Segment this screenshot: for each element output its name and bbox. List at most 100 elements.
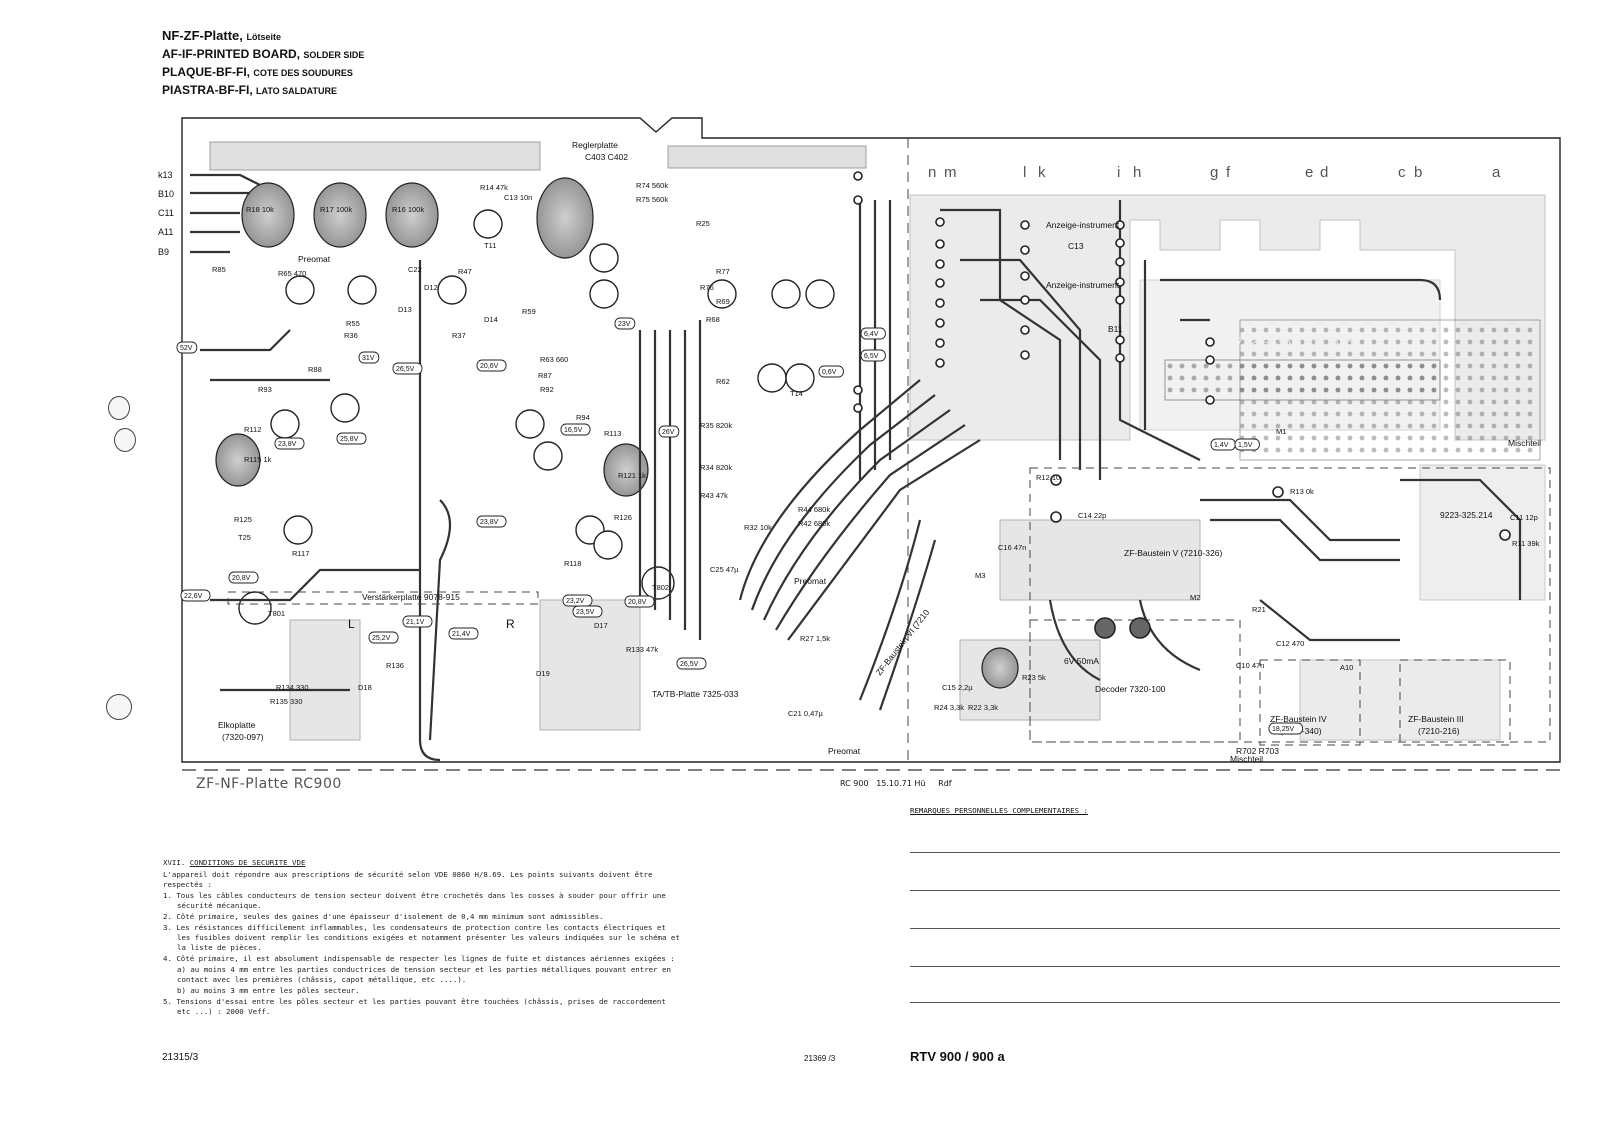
svg-text:Verstärkerplatte 9078-915: Verstärkerplatte 9078-915 [362, 592, 460, 602]
voltage-tag: 25,2V [368, 631, 399, 644]
board-caption: ZF-NF-Platte RC900 [196, 776, 342, 792]
component-label: R27 1,5k [800, 634, 830, 643]
remarks-line [910, 928, 1560, 929]
voltage-tag: 23,8V [274, 437, 305, 450]
component-label: T802 [652, 583, 669, 592]
svg-text:Reglerplatte: Reglerplatte [572, 140, 618, 150]
footer-right: RTV 900 / 900 a [910, 1049, 1005, 1064]
svg-text:9223-325.214: 9223-325.214 [1440, 510, 1493, 520]
traces [190, 173, 1522, 762]
component-label: R21 [1252, 605, 1266, 614]
svg-text:C13: C13 [1068, 241, 1084, 251]
component-label: R11 39k [1512, 539, 1540, 548]
svg-text:c: c [1398, 164, 1406, 181]
svg-text:23,2V: 23,2V [566, 598, 585, 605]
component-label: R63 660 [540, 355, 568, 364]
transistors [238, 209, 835, 625]
connector-label: B9 [158, 247, 169, 257]
component-label: R112 [244, 425, 261, 434]
component-label: R136 [386, 661, 404, 670]
voltage-tag: 21,4V [448, 627, 479, 640]
binder-hole-top [108, 396, 130, 420]
component-label: R117 [292, 549, 309, 558]
voltage-tag: 1,5V [1234, 438, 1260, 451]
svg-text:26,5V: 26,5V [680, 661, 699, 668]
svg-text:31V: 31V [362, 355, 375, 362]
component-label: R55 [346, 319, 360, 328]
component-label: R74 560k [636, 181, 668, 190]
component-label: R42 680k [798, 519, 830, 528]
safety-title: XVII. CONDITIONS DE SECURITE VDE [163, 858, 306, 867]
component-label: R126 [614, 513, 632, 522]
component-label: D17 [594, 621, 608, 630]
pot-r121 [603, 443, 649, 497]
solder-pads [853, 171, 1511, 639]
svg-text:0,6V: 0,6V [822, 369, 837, 376]
svg-text:a: a [1492, 164, 1501, 181]
voltage-tag: 52V [176, 341, 198, 354]
voltage-tag: 26,5V [392, 362, 423, 375]
component-label: R77 [716, 267, 730, 276]
component-label: R36 [344, 331, 358, 340]
voltage-tag: 1,4V [1210, 438, 1236, 451]
svg-text:Elkoplatte: Elkoplatte [218, 720, 256, 730]
connector-label: B10 [158, 189, 174, 199]
footer-left: 21315/3 [162, 1052, 199, 1063]
safety-item: 2. Côté primaire, seules des gaines d'un… [163, 912, 604, 921]
component-label: R35 820k [700, 421, 732, 430]
component-label: C25 47µ [710, 565, 739, 574]
svg-text:i: i [1117, 164, 1120, 181]
component-label: R32 10k [744, 523, 772, 532]
component-label: R118 [564, 559, 581, 568]
svg-text:d: d [1320, 164, 1328, 181]
component-label: R76 [700, 283, 714, 292]
component-label: R113 [604, 429, 621, 438]
title-line-1: NF-ZF-Platte, Lötseite [162, 28, 282, 43]
remarks-line [910, 1002, 1560, 1003]
connector-label: A11 [158, 227, 173, 237]
svg-text:23V: 23V [618, 321, 631, 328]
component-label: R134 330 [276, 683, 309, 692]
component-label: R34 820k [700, 463, 732, 472]
right-edge-letters: n m l k i h g f e d c b a [928, 164, 1501, 181]
component-label: R23 5k [1022, 673, 1046, 682]
voltage-tag: 18,25V [1268, 722, 1304, 735]
voltage-tag: 20,8V [624, 595, 655, 608]
component-label: R133 47k [626, 645, 658, 654]
pot-r115 [215, 433, 261, 487]
svg-text:23,8V: 23,8V [480, 519, 499, 526]
safety-intro: L'appareil doit répondre aux prescriptio… [163, 870, 653, 889]
component-label: D13 [398, 305, 412, 314]
svg-text:26,5V: 26,5V [396, 366, 415, 373]
svg-text:l: l [1023, 164, 1026, 181]
component-label: R37 [452, 331, 466, 340]
safety-item: 3. Les résistances difficilement inflamm… [163, 923, 680, 952]
component-label: C10 47n [1236, 661, 1264, 670]
svg-text:ZF-Baustein V (7210-326): ZF-Baustein V (7210-326) [1124, 548, 1222, 558]
svg-text:6V 50mA: 6V 50mA [1064, 656, 1099, 666]
component-label: R125 [234, 515, 252, 524]
svg-text:52V: 52V [180, 345, 193, 352]
component-label: R62 [716, 377, 730, 386]
svg-text:B11: B11 [1108, 324, 1123, 334]
component-label: R14 47k [480, 183, 508, 192]
page-title-block: NF-ZF-Platte, Lötseite AF-IF-PRINTED BOA… [162, 27, 364, 100]
component-label: R135 330 [270, 697, 303, 706]
safety-item: 4. Côté primaire, il est absolument indi… [163, 954, 675, 963]
component-label: C14 22p [1078, 511, 1106, 520]
svg-text:20,6V: 20,6V [480, 363, 499, 370]
voltage-tag: 26,5V [676, 657, 707, 670]
svg-text:Mischteil: Mischteil [1230, 754, 1263, 764]
component-label: C15 2,2µ [942, 683, 973, 692]
svg-text:25,8V: 25,8V [340, 436, 359, 443]
component-label: R68 [706, 315, 720, 324]
voltage-tag: 23,8V [476, 515, 507, 528]
remarks-line [910, 966, 1560, 967]
svg-text:(7210-216): (7210-216) [1418, 726, 1460, 736]
svg-text:7320-836 a Kpl. 836: 7320-836 a Kpl. 836 [1236, 334, 1353, 349]
component-label: R92 [540, 385, 554, 394]
board-outline [181, 117, 1561, 763]
svg-text:20,8V: 20,8V [232, 575, 251, 582]
svg-text:Mischteil: Mischteil [1508, 438, 1541, 448]
